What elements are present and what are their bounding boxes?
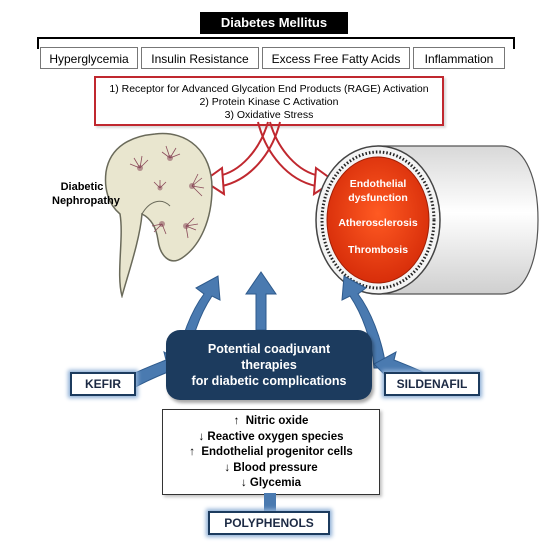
therapy-box: Potential coadjuvant therapies for diabe… (166, 330, 372, 400)
down-arrow-icon: ↓ (240, 477, 247, 489)
up-arrow-icon: ↑ (233, 415, 240, 427)
bracket-connector (37, 37, 515, 49)
condition-insulin-resistance: Insulin Resistance (141, 47, 259, 69)
nephropathy-label-line2: Nephropathy (52, 195, 120, 207)
effect-glycemia: Glycemia (249, 477, 302, 489)
sildenafil-label: SILDENAFIL (384, 372, 480, 396)
effect-epc: Endothelial progenitor cells (201, 446, 353, 458)
blood-vessel-illustration (315, 145, 539, 295)
mechanisms-box: 1) Receptor for Advanced Glycation End P… (94, 76, 444, 126)
condition-inflammation: Inflammation (413, 47, 505, 69)
effects-box: ↑ Nitric oxide ↓ Reactive oxygen species… (162, 409, 380, 495)
kefir-label: KEFIR (70, 372, 136, 396)
effect-row: ↓ Glycemia (163, 476, 379, 492)
effect-row: ↓ Reactive oxygen species (163, 430, 379, 446)
effect-row: ↑ Endothelial progenitor cells (163, 445, 379, 461)
nephropathy-label-line1: Diabetic (60, 181, 104, 193)
therapy-line2: therapies (241, 358, 297, 372)
nephropathy-label: Diabetic Nephropathy (52, 180, 152, 208)
effect-row: ↓ Blood pressure (163, 461, 379, 477)
effect-ros: Reactive oxygen species (207, 430, 344, 443)
red-arrowhead-left (202, 166, 226, 196)
vessel-text-endothelial: Endothelial (349, 178, 407, 190)
therapy-line3: for diabetic complications (191, 374, 347, 388)
condition-excess-ffa: Excess Free Fatty Acids (262, 47, 410, 69)
blue-arrow-polyphenols (264, 493, 276, 513)
kidney-illustration (104, 132, 213, 298)
mechanism-pkc: 2) Protein Kinase C Activation (199, 96, 339, 108)
condition-hyperglycemia: Hyperglycemia (40, 47, 138, 69)
down-arrow-icon: ↓ (198, 430, 205, 443)
up-arrow-icon: ↑ (189, 446, 195, 458)
vessel-text-atherosclerosis: Atherosclerosis (338, 217, 418, 229)
therapy-line1: Potential coadjuvant (207, 342, 331, 356)
effect-blood-pressure: Blood pressure (233, 461, 318, 474)
effect-nitric-oxide: Nitric oxide (245, 415, 309, 427)
vessel-text-dysfunction: dysfunction (348, 192, 408, 204)
mechanism-oxidative-stress: 3) Oxidative Stress (224, 109, 314, 121)
polyphenols-label: POLYPHENOLS (208, 511, 330, 535)
effect-row: ↑ Nitric oxide (163, 414, 379, 430)
diagram-title: Diabetes Mellitus (200, 12, 348, 34)
blue-arrow-center (245, 271, 277, 331)
down-arrow-icon: ↓ (224, 461, 231, 474)
vessel-text-thrombosis: Thrombosis (347, 244, 409, 256)
mechanism-rage: 1) Receptor for Advanced Glycation End P… (109, 83, 429, 95)
